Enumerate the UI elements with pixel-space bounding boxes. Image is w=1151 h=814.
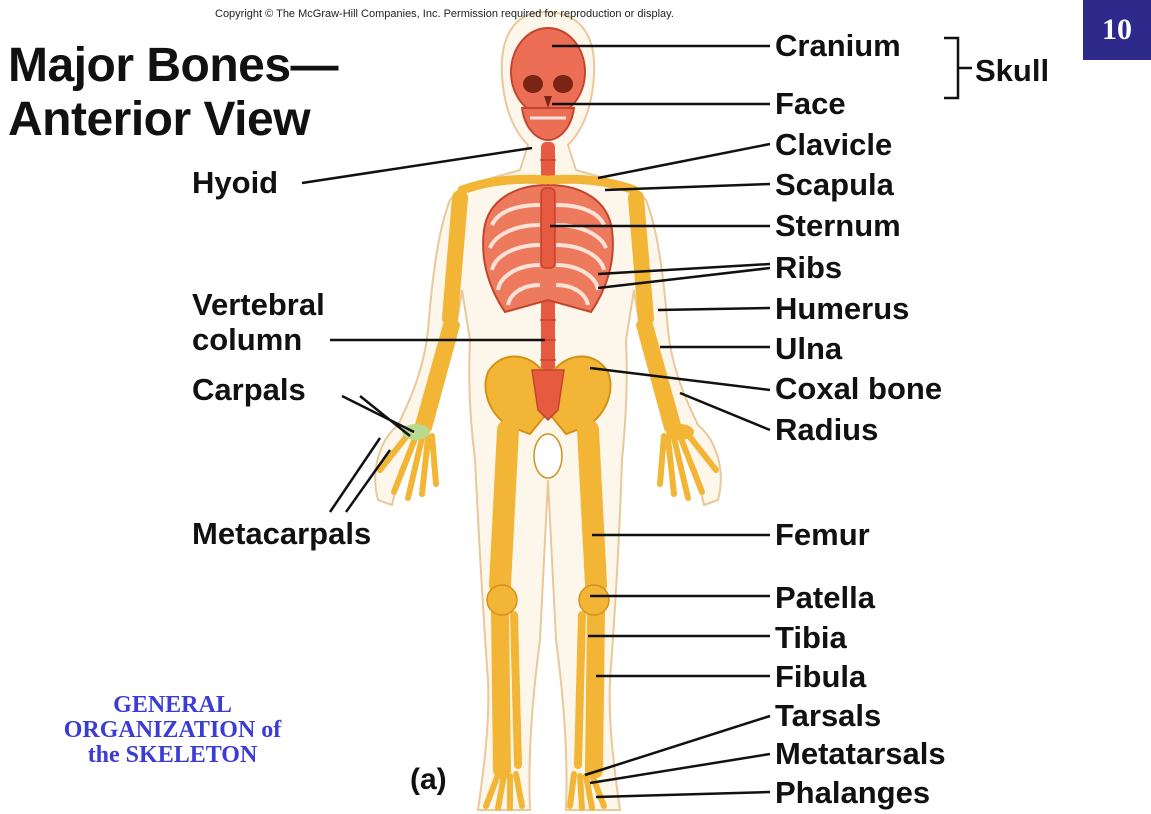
label-hyoid: Hyoid [192, 167, 278, 198]
right-femur [588, 430, 596, 585]
panel-label: (a) [410, 763, 447, 797]
label-fibula: Fibula [775, 661, 866, 692]
right-humerus [636, 198, 646, 318]
slide-title-line1: Major Bones— [8, 38, 338, 93]
label-phalanges: Phalanges [775, 777, 930, 808]
left-femur [500, 430, 508, 585]
label-tarsals: Tarsals [775, 700, 881, 731]
label-cranium: Cranium [775, 30, 901, 61]
label-metacarpals: Metacarpals [192, 518, 371, 549]
label-patella: Patella [775, 582, 875, 613]
label-vertebral: Vertebral [192, 289, 325, 320]
caption-general-organization: GENERAL ORGANIZATION of the SKELETON [50, 693, 295, 768]
label-humerus: Humerus [775, 293, 909, 324]
label-clavicle: Clavicle [775, 129, 892, 160]
copyright-notice: Copyright © The McGraw-Hill Companies, I… [215, 8, 674, 20]
slide-number-badge: 10 [1083, 0, 1151, 60]
label-tibia: Tibia [775, 622, 847, 653]
label-ulna: Ulna [775, 333, 842, 364]
label-radius: Radius [775, 414, 878, 445]
label-carpals: Carpals [192, 374, 306, 405]
label-coxal-bone: Coxal bone [775, 373, 942, 404]
right-orbit [553, 75, 573, 93]
left-orbit [523, 75, 543, 93]
sternum-shape [541, 188, 555, 268]
label-face: Face [775, 88, 846, 119]
label-scapula: Scapula [775, 169, 894, 200]
label-sternum: Sternum [775, 210, 901, 241]
label-femur: Femur [775, 519, 870, 550]
label-column: column [192, 324, 302, 355]
left-humerus [450, 198, 460, 318]
label-metatarsals: Metatarsals [775, 738, 946, 769]
label-ribs: Ribs [775, 252, 842, 283]
slide-title-line2: Anterior View [8, 92, 310, 147]
label-skull: Skull [975, 55, 1049, 86]
